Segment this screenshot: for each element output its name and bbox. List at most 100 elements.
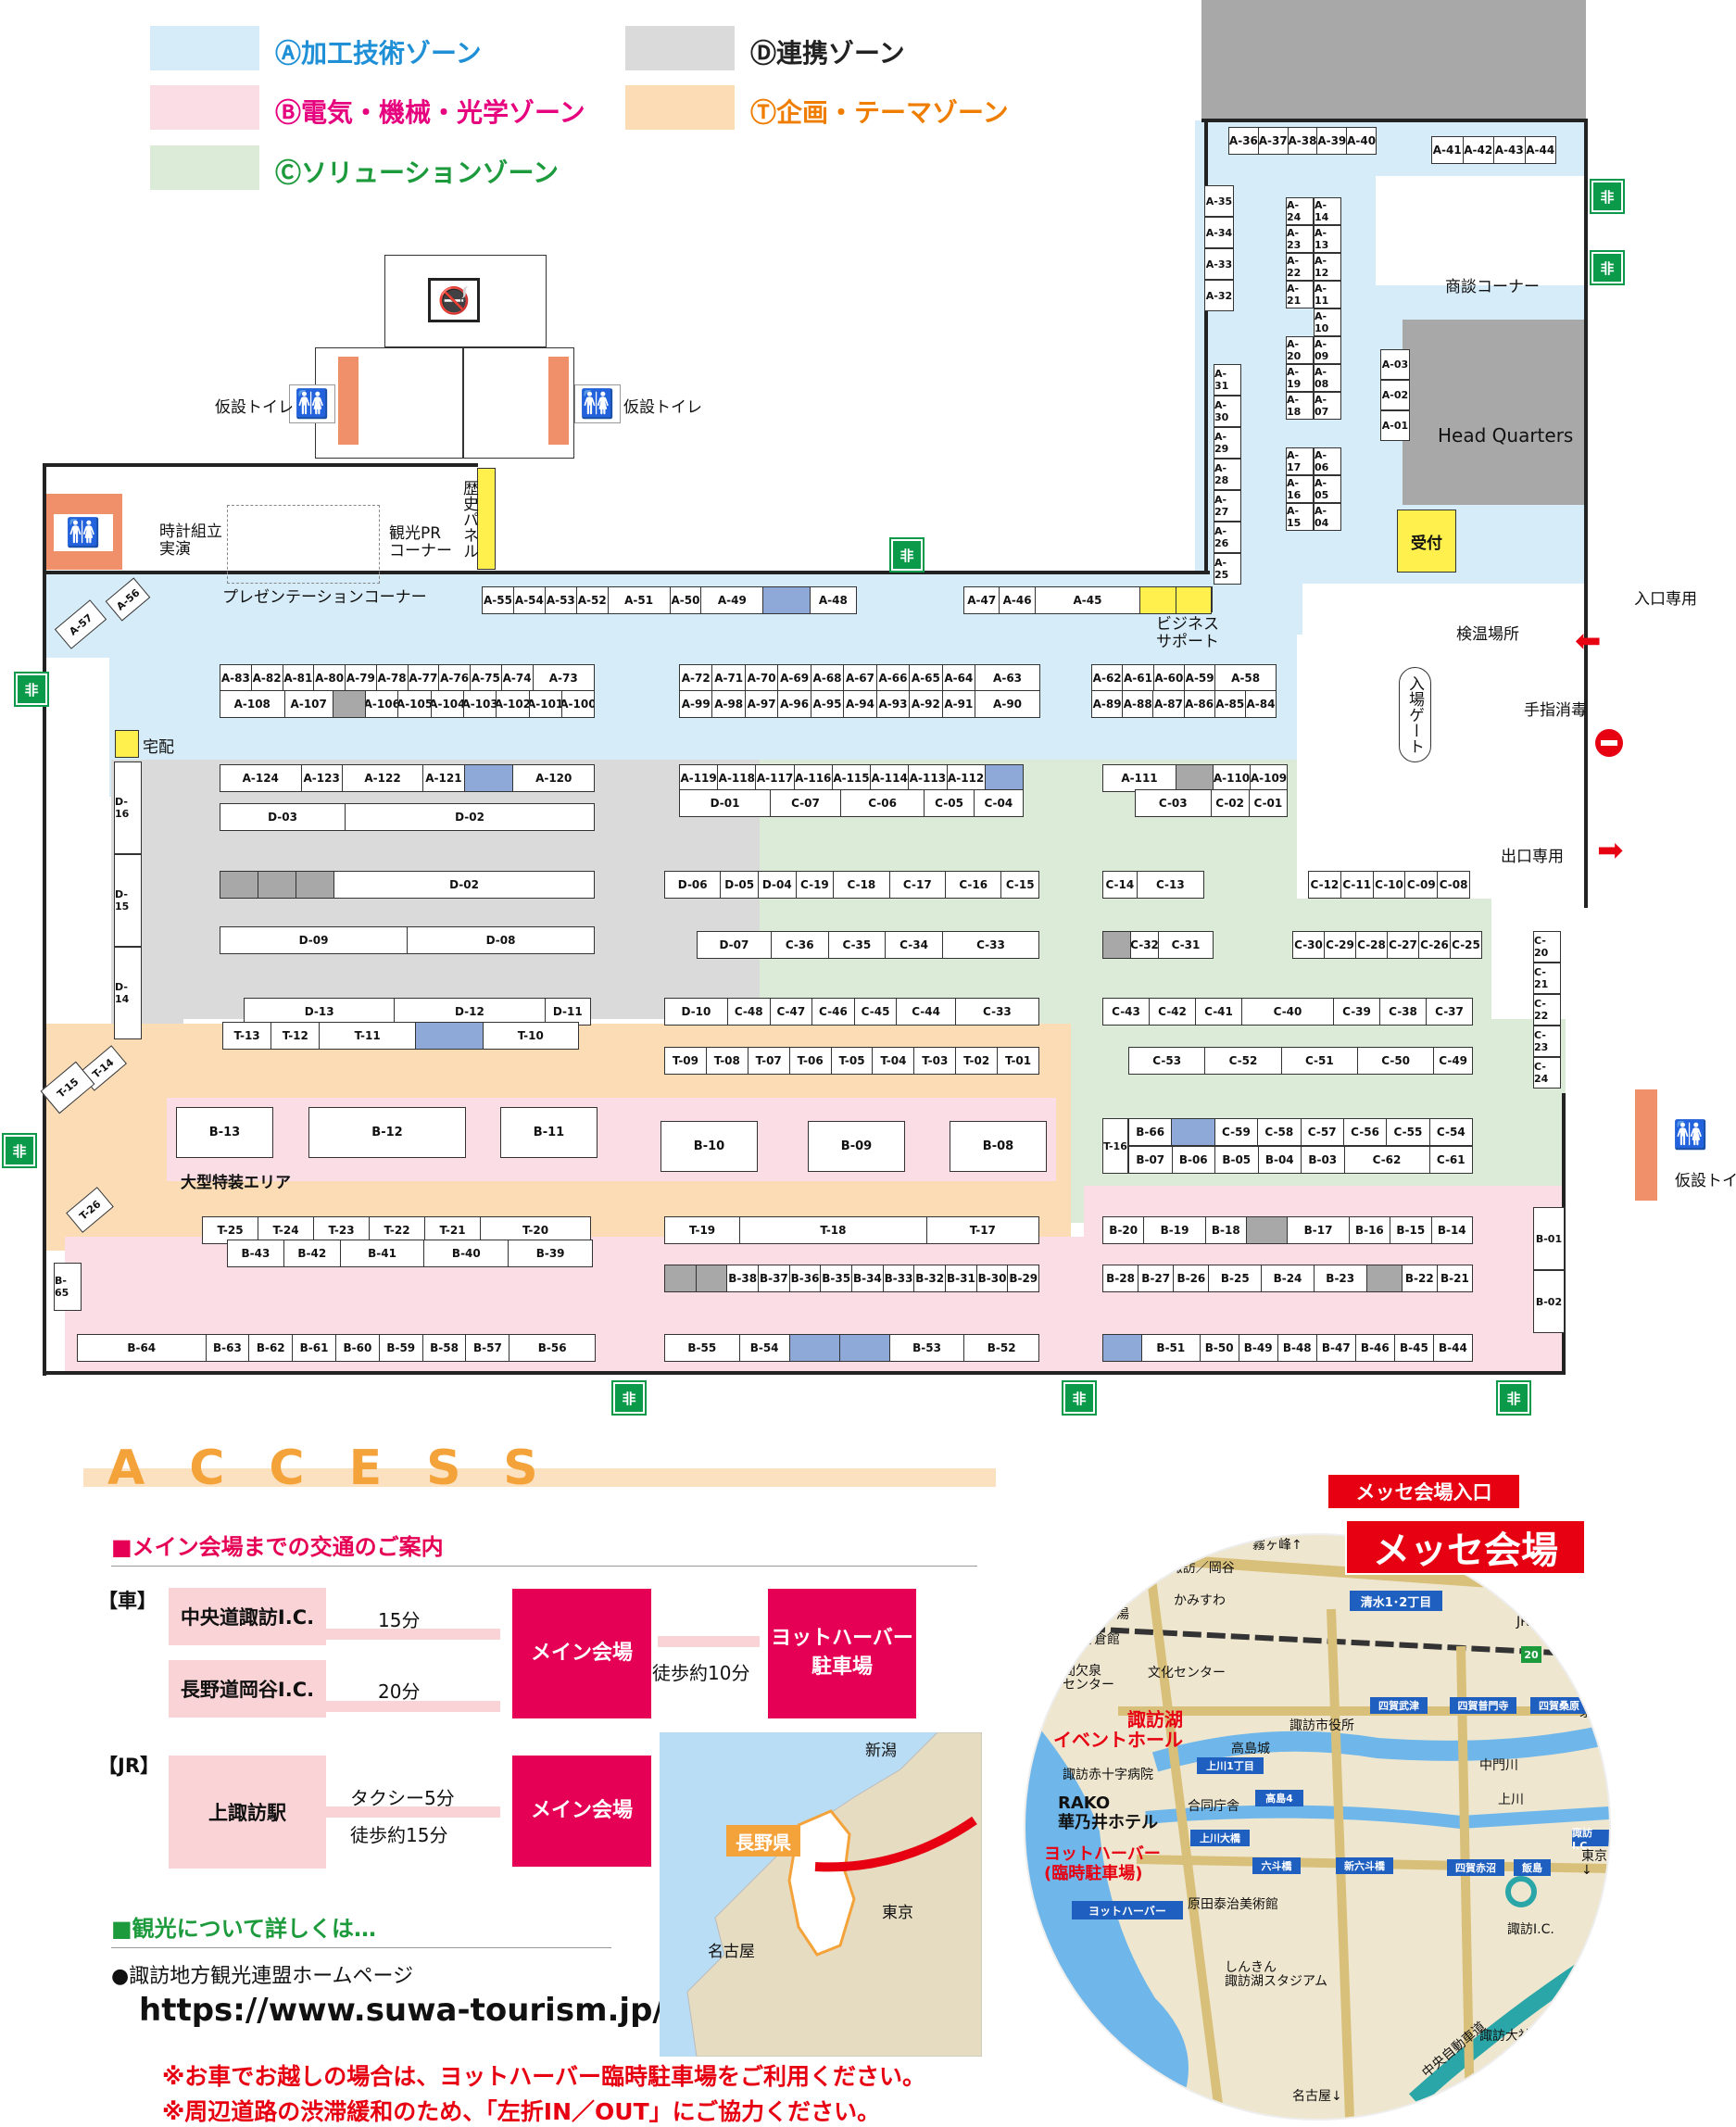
- booth[interactable]: A-67: [844, 665, 877, 691]
- booth[interactable]: A-63: [993, 672, 1023, 685]
- booth[interactable]: C-44: [897, 999, 956, 1025]
- booth[interactable]: B-39: [535, 1247, 565, 1260]
- booth[interactable]: D-16: [114, 761, 142, 854]
- booth[interactable]: A-42: [1464, 137, 1494, 163]
- booth[interactable]: T-02: [956, 1048, 999, 1074]
- booth[interactable]: A-106: [366, 691, 399, 717]
- booth[interactable]: T-04: [873, 1048, 915, 1074]
- booth[interactable]: A-01: [1380, 410, 1410, 441]
- booth[interactable]: C-34: [886, 932, 943, 958]
- booth[interactable]: A-97: [746, 691, 779, 717]
- booth[interactable]: C-25: [1452, 938, 1480, 951]
- booth[interactable]: A-62: [1092, 665, 1124, 691]
- booth[interactable]: C-31: [1171, 938, 1201, 951]
- booth[interactable]: A-108: [220, 691, 285, 717]
- booth[interactable]: A-44: [1526, 144, 1555, 157]
- booth[interactable]: D-11: [552, 1005, 583, 1018]
- booth[interactable]: B-09: [808, 1121, 905, 1172]
- booth[interactable]: B-29: [1009, 1272, 1038, 1285]
- booth[interactable]: [1176, 587, 1211, 613]
- booth[interactable]: [464, 765, 514, 791]
- booth[interactable]: A-30: [1214, 396, 1241, 427]
- booth[interactable]: C-50: [1358, 1048, 1435, 1074]
- booth[interactable]: A-47: [964, 587, 1000, 613]
- booth[interactable]: C-21: [1533, 963, 1561, 994]
- booth[interactable]: T-12: [271, 1023, 321, 1049]
- booth[interactable]: B-49: [1239, 1335, 1278, 1361]
- booth[interactable]: C-18: [834, 872, 890, 898]
- booth[interactable]: D-08: [485, 934, 516, 947]
- booth[interactable]: A-18: [1286, 392, 1314, 420]
- booth[interactable]: C-43: [1103, 999, 1150, 1025]
- booth[interactable]: A-45: [1036, 587, 1141, 613]
- booth[interactable]: A-71: [712, 665, 746, 691]
- booth[interactable]: [985, 765, 1023, 791]
- booth[interactable]: B-16: [1350, 1217, 1391, 1243]
- booth[interactable]: A-98: [712, 691, 746, 717]
- booth[interactable]: C-12: [1309, 872, 1341, 898]
- booth[interactable]: C-57: [1302, 1119, 1344, 1145]
- booth[interactable]: [1176, 765, 1214, 791]
- booth[interactable]: B-07: [1129, 1147, 1173, 1173]
- booth[interactable]: [789, 1335, 840, 1361]
- booth[interactable]: T-21: [425, 1217, 481, 1243]
- booth[interactable]: A-72: [680, 665, 713, 691]
- booth[interactable]: D-07: [698, 932, 772, 958]
- booth[interactable]: T-19: [665, 1217, 741, 1243]
- booth[interactable]: B-36: [790, 1265, 822, 1291]
- booth[interactable]: B-44: [1439, 1341, 1467, 1354]
- booth[interactable]: B-59: [380, 1335, 423, 1361]
- booth[interactable]: B-54: [740, 1335, 790, 1361]
- booth[interactable]: A-15: [1286, 503, 1314, 531]
- booth[interactable]: T-16: [1102, 1118, 1128, 1174]
- booth[interactable]: A-50: [671, 587, 702, 613]
- booth[interactable]: A-103: [464, 691, 497, 717]
- booth[interactable]: B-01: [1533, 1207, 1565, 1270]
- booth[interactable]: B-53: [890, 1335, 965, 1361]
- booth[interactable]: C-39: [1334, 999, 1380, 1025]
- booth[interactable]: A-99: [680, 691, 713, 717]
- booth[interactable]: T-11: [320, 1023, 416, 1049]
- booth[interactable]: A-05: [1314, 475, 1341, 503]
- booth[interactable]: [415, 1023, 484, 1049]
- booth[interactable]: A-52: [577, 587, 609, 613]
- booth[interactable]: C-01: [1253, 797, 1283, 810]
- booth[interactable]: A-68: [811, 665, 845, 691]
- booth[interactable]: A-24: [1286, 197, 1314, 225]
- booth[interactable]: C-02: [1212, 790, 1250, 816]
- booth[interactable]: B-26: [1174, 1265, 1210, 1291]
- booth[interactable]: B-11: [500, 1107, 598, 1158]
- booth[interactable]: C-36: [772, 932, 829, 958]
- booth[interactable]: B-13: [176, 1107, 273, 1158]
- booth[interactable]: B-50: [1201, 1335, 1239, 1361]
- booth[interactable]: B-64: [78, 1335, 207, 1361]
- booth[interactable]: T-09: [665, 1048, 707, 1074]
- booth[interactable]: C-24: [1533, 1057, 1561, 1089]
- booth[interactable]: A-22: [1286, 253, 1314, 281]
- booth[interactable]: C-37: [1435, 1005, 1464, 1018]
- booth[interactable]: A-81: [283, 665, 315, 691]
- booth[interactable]: A-118: [718, 765, 757, 791]
- booth[interactable]: A-115: [833, 765, 872, 791]
- booth[interactable]: B-60: [336, 1335, 380, 1361]
- booth[interactable]: T-18: [740, 1217, 927, 1243]
- booth[interactable]: D-14: [114, 947, 142, 1039]
- booth[interactable]: A-40: [1347, 134, 1376, 147]
- booth[interactable]: A-95: [811, 691, 845, 717]
- booth[interactable]: B-52: [987, 1341, 1016, 1354]
- booth[interactable]: A-17: [1286, 447, 1314, 475]
- booth[interactable]: B-33: [884, 1265, 915, 1291]
- booth[interactable]: A-117: [756, 765, 795, 791]
- booth[interactable]: D-15: [114, 854, 142, 947]
- booth[interactable]: C-40: [1242, 999, 1334, 1025]
- booth[interactable]: A-54: [514, 587, 546, 613]
- booth[interactable]: B-23: [1315, 1265, 1367, 1291]
- booth[interactable]: C-26: [1419, 932, 1451, 958]
- booth[interactable]: B-19: [1144, 1217, 1206, 1243]
- booth[interactable]: D-13: [245, 999, 396, 1025]
- booth[interactable]: A-79: [346, 665, 377, 691]
- booth[interactable]: B-05: [1215, 1147, 1259, 1173]
- booth[interactable]: A-75: [471, 665, 502, 691]
- booth[interactable]: A-90: [993, 698, 1023, 711]
- booth[interactable]: A-58: [1231, 672, 1261, 685]
